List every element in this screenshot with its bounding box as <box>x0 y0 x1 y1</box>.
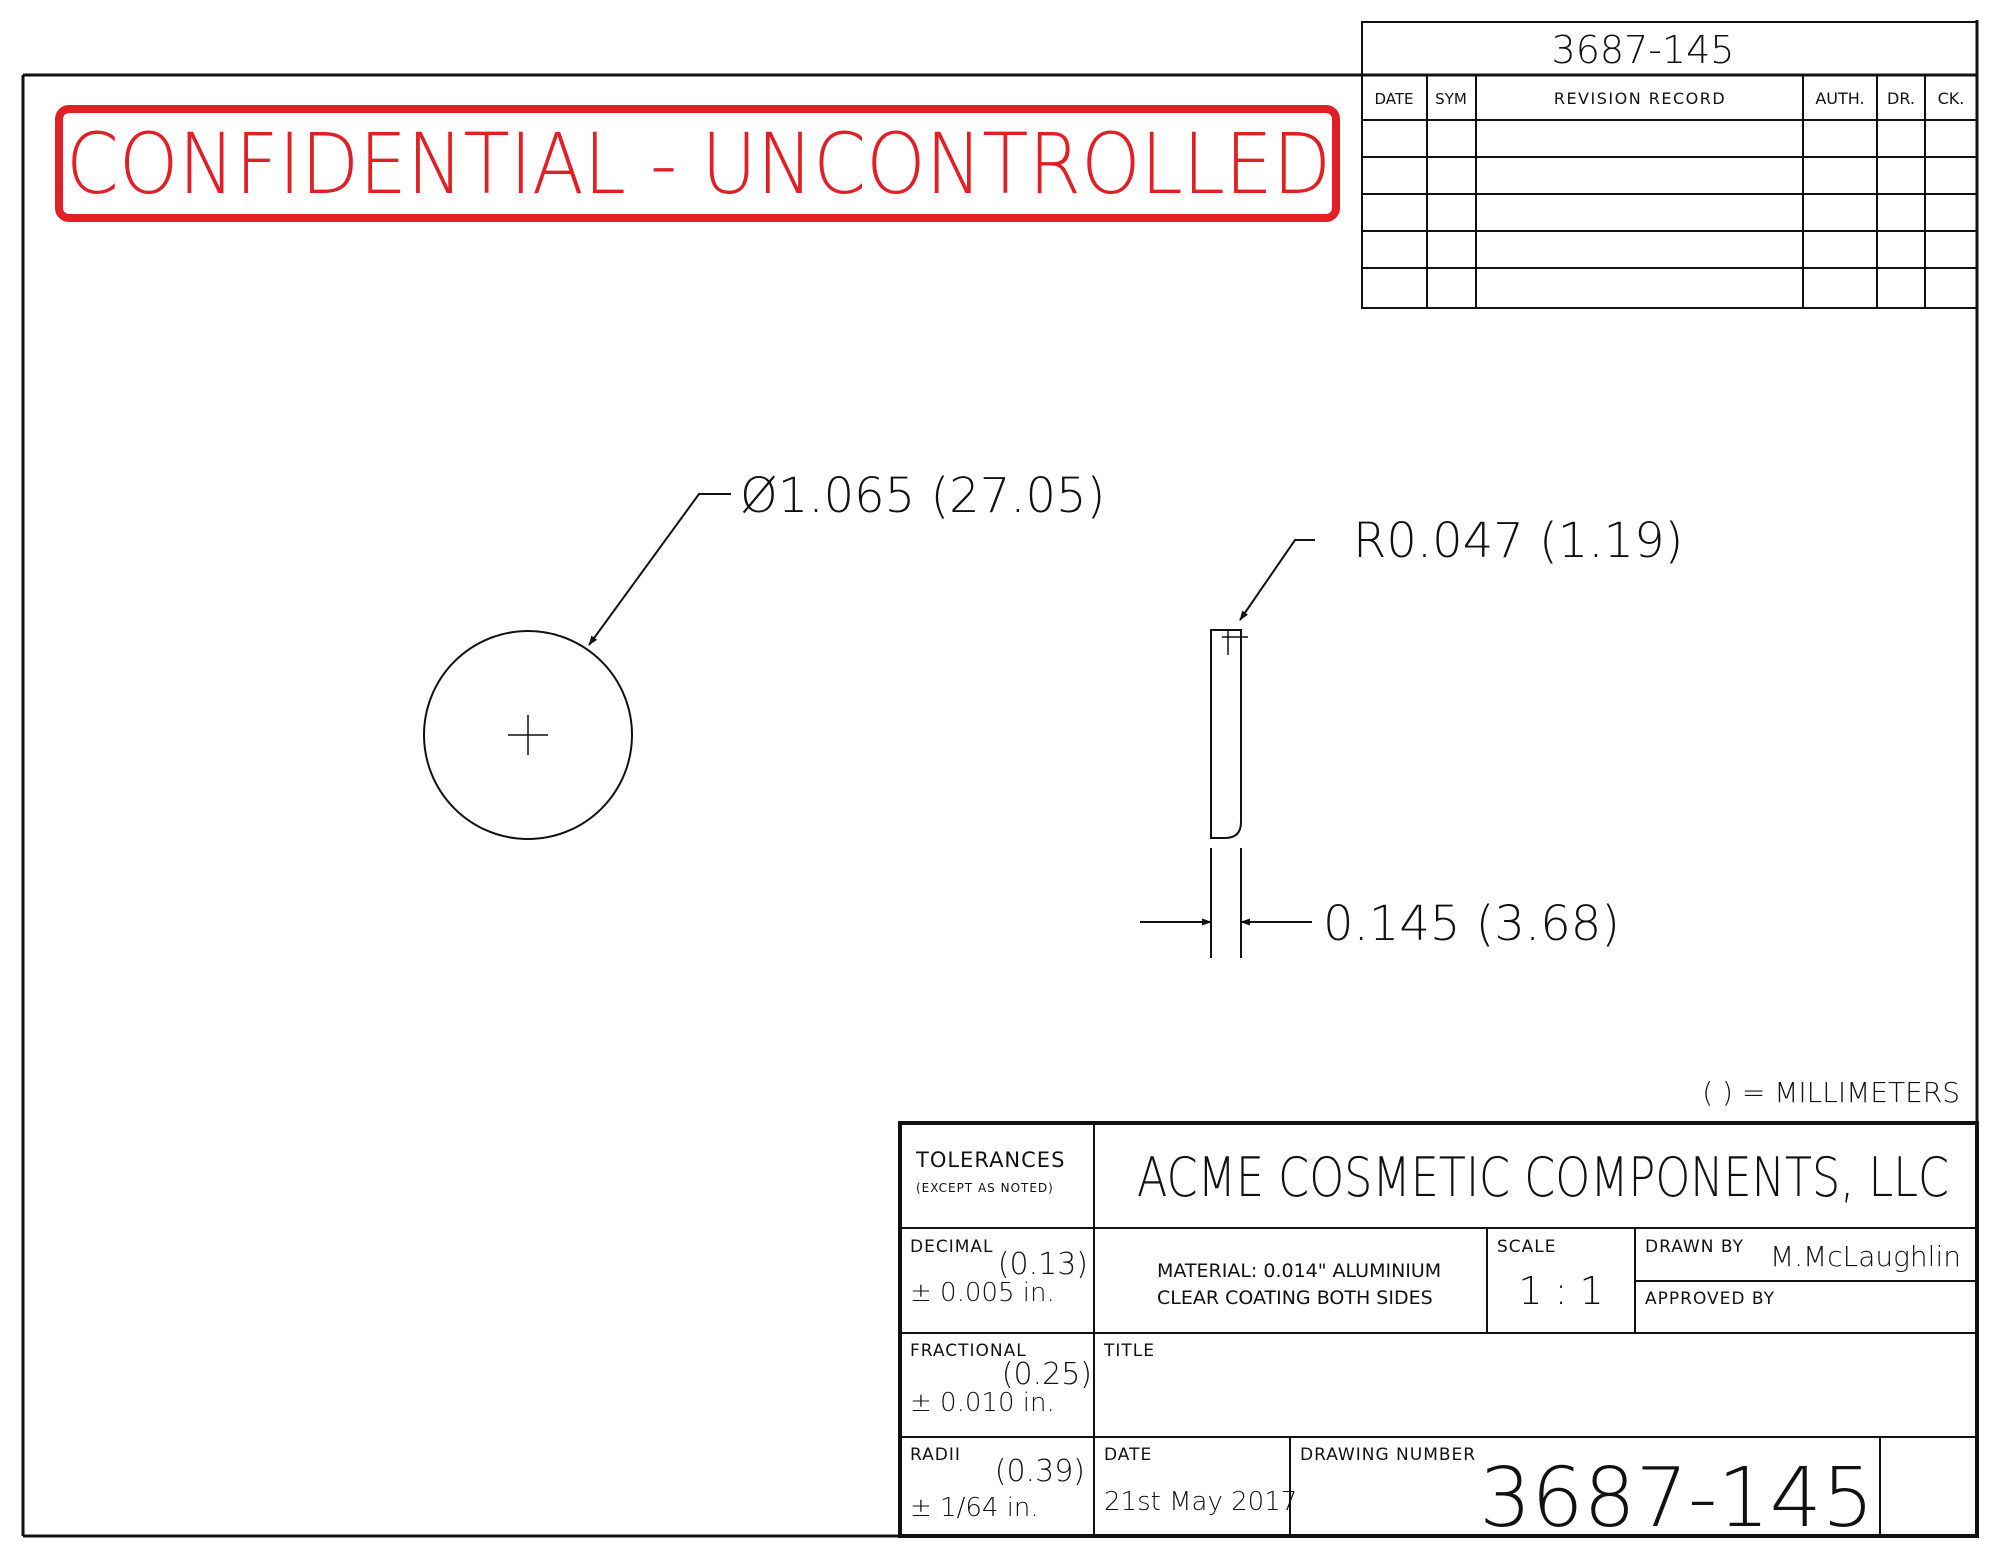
scale-label: SCALE <box>1497 1237 1557 1257</box>
scale-value: 1 : 1 <box>1518 1269 1603 1313</box>
drawing-number-label: DRAWING NUMBER <box>1300 1445 1476 1465</box>
rev-header-sym: SYM <box>1435 90 1467 108</box>
disc-side-view <box>1210 629 1248 958</box>
title-block: TOLERANCES (EXCEPT AS NOTED) ACME COSMET… <box>898 1121 1979 1545</box>
confidential-stamp: CONFIDENTIAL - UNCONTROLLED <box>55 105 1340 222</box>
rev-header-record: REVISION RECORD <box>1554 89 1726 108</box>
decimal-mm: (0.13) <box>998 1247 1088 1282</box>
thickness-dimension: 0.145 (3.68) <box>1323 896 1620 952</box>
rev-header-dr: DR. <box>1887 89 1915 108</box>
diameter-dimension: Ø1.065 (27.05) <box>740 468 1105 524</box>
diameter-callout: Ø1.065 (27.05) <box>588 468 1105 646</box>
thickness-callout: 0.145 (3.68) <box>1140 896 1620 952</box>
rev-header-date: DATE <box>1374 90 1413 108</box>
material-line-2: CLEAR COATING BOTH SIDES <box>1157 1287 1433 1309</box>
radii-label: RADII <box>910 1445 961 1465</box>
date-label: DATE <box>1104 1445 1152 1465</box>
material-line-1: MATERIAL: 0.014" ALUMINIUM <box>1157 1260 1441 1282</box>
tolerances-label: TOLERANCES <box>915 1148 1065 1172</box>
title-label: TITLE <box>1103 1341 1155 1361</box>
fractional-mm: (0.25) <box>1002 1357 1092 1392</box>
radii-mm: (0.39) <box>995 1454 1085 1489</box>
units-note: ( ) = MILLIMETERS <box>1702 1076 1960 1109</box>
radii-value: ± 1/64 in. <box>910 1493 1039 1523</box>
rev-header-ck: CK. <box>1938 89 1965 108</box>
date-value: 21st May 2017 <box>1104 1487 1297 1517</box>
radius-dimension: R0.047 (1.19) <box>1353 513 1683 569</box>
disc-front-view <box>423 630 633 840</box>
fractional-label: FRACTIONAL <box>910 1341 1027 1361</box>
drawn-by-value: M.McLaughlin <box>1770 1240 1961 1273</box>
approved-by-label: APPROVED BY <box>1645 1289 1775 1309</box>
drawing-number-top: 3687-145 <box>1552 28 1735 72</box>
company-name: ACME COSMETIC COMPONENTS, LLC <box>1137 1146 1949 1209</box>
decimal-label: DECIMAL <box>910 1237 993 1257</box>
fractional-value: ± 0.010 in. <box>910 1388 1055 1418</box>
tolerances-sublabel: (EXCEPT AS NOTED) <box>916 1181 1054 1195</box>
drawing-number-value: 3687-145 <box>1479 1451 1874 1545</box>
revision-block: 3687-145 DATE SYM REVISION RECORD AUTH. … <box>1361 21 1978 309</box>
decimal-value: ± 0.005 in. <box>910 1278 1055 1308</box>
drawn-by-label: DRAWN BY <box>1645 1237 1744 1257</box>
radius-callout: R0.047 (1.19) <box>1239 513 1683 621</box>
rev-header-auth: AUTH. <box>1815 89 1864 108</box>
revision-table: DATE SYM REVISION RECORD AUTH. DR. CK. <box>1362 75 1977 308</box>
confidential-text: CONFIDENTIAL - UNCONTROLLED <box>66 115 1331 213</box>
